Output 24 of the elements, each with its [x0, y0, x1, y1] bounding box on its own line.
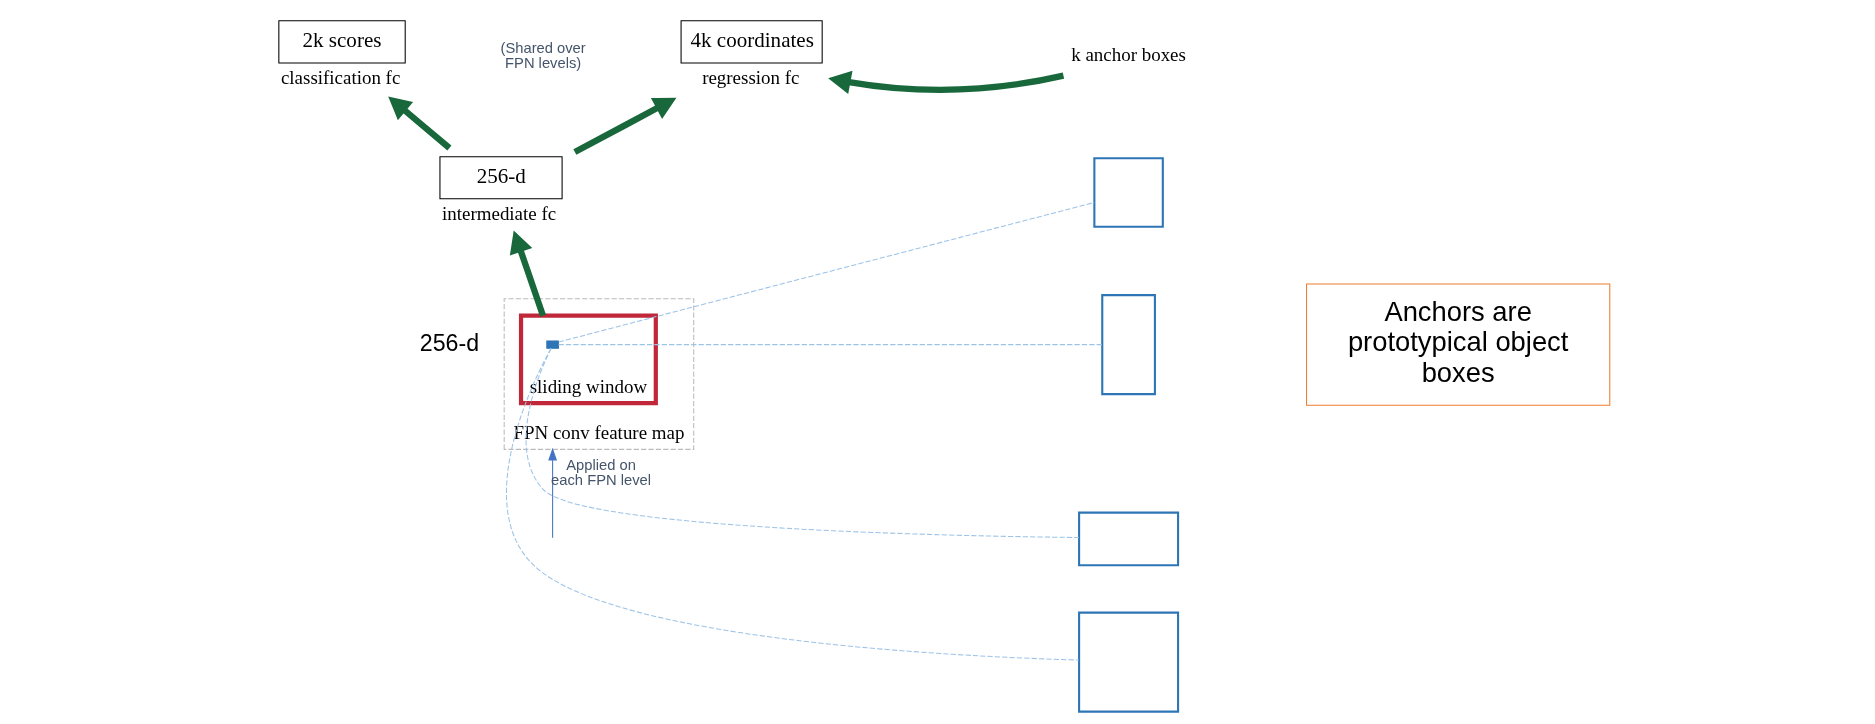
node-box: 4k coordinates — [680, 20, 823, 64]
arrow — [572, 97, 676, 155]
node-box — [1092, 157, 1164, 228]
node-box — [1100, 294, 1156, 396]
node-label: classification fc — [280, 67, 400, 89]
cluster: sliding window — [518, 313, 658, 406]
node-label: regression fc — [701, 67, 799, 89]
label: (Shared over FPN levels) — [500, 39, 586, 72]
label: 256-d — [419, 329, 479, 356]
node-label: intermediate fc — [441, 203, 556, 225]
connector — [505, 347, 1079, 661]
arrow — [387, 96, 451, 151]
node-box — [545, 340, 559, 349]
node-box: Anchors are prototypical object boxes — [1305, 283, 1610, 406]
node-text: k anchor boxes — [1070, 44, 1186, 66]
connector — [557, 201, 1095, 343]
connector — [557, 344, 1103, 346]
node-box — [1077, 611, 1179, 713]
arrow — [547, 447, 557, 539]
node-box — [1077, 511, 1179, 567]
arrow — [827, 70, 1064, 94]
node-box: 256-d — [438, 156, 563, 200]
arrow — [509, 230, 546, 317]
node-box: 2k scores — [277, 20, 406, 64]
